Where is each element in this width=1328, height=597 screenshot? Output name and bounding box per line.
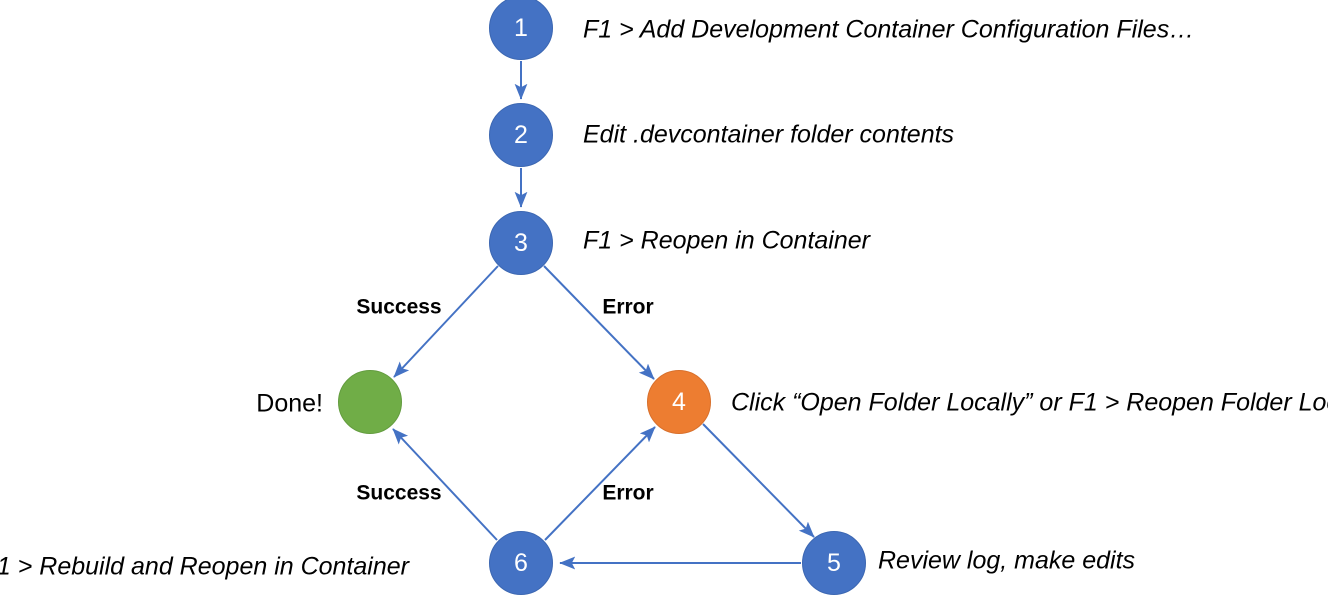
node-1[interactable]: 1 — [489, 0, 553, 60]
edge-3-to-4 — [543, 265, 655, 380]
step-label-2: Edit .devcontainer folder contents — [583, 120, 955, 149]
edge-label-success-upper: Success — [356, 295, 442, 319]
step-label-3: F1 > Reopen in Container — [583, 226, 870, 255]
node-6[interactable]: 6 — [489, 531, 553, 595]
node-2-label: 2 — [514, 120, 528, 149]
node-3-label: 3 — [514, 228, 528, 257]
step-label-4: Click “Open Folder Locally” or F1 > Reop… — [731, 388, 1328, 417]
node-5-label: 5 — [827, 548, 841, 577]
node-4-label: 4 — [672, 387, 686, 416]
node-3[interactable]: 3 — [489, 211, 553, 275]
node-6-label: 6 — [514, 548, 528, 577]
edge-label-error-upper: Error — [602, 295, 654, 319]
edge-label-error-lower: Error — [602, 481, 654, 505]
node-1-label: 1 — [514, 13, 528, 42]
edge-6-to-4 — [544, 426, 656, 541]
step-label-6: F1 > Rebuild and Reopen in Container — [0, 552, 409, 581]
step-label-1: F1 > Add Development Container Configura… — [583, 15, 1195, 44]
node-4[interactable]: 4 — [647, 370, 711, 434]
edge-3-to-done — [393, 265, 499, 378]
node-done[interactable] — [338, 370, 402, 434]
step-label-done: Done! — [256, 389, 323, 418]
edge-label-success-lower: Success — [356, 481, 442, 505]
node-5[interactable]: 5 — [802, 531, 866, 595]
step-label-5: Review log, make edits — [878, 546, 1136, 575]
edge-6-to-done — [392, 428, 498, 541]
node-2[interactable]: 2 — [489, 103, 553, 167]
edge-4-to-5 — [702, 423, 815, 538]
